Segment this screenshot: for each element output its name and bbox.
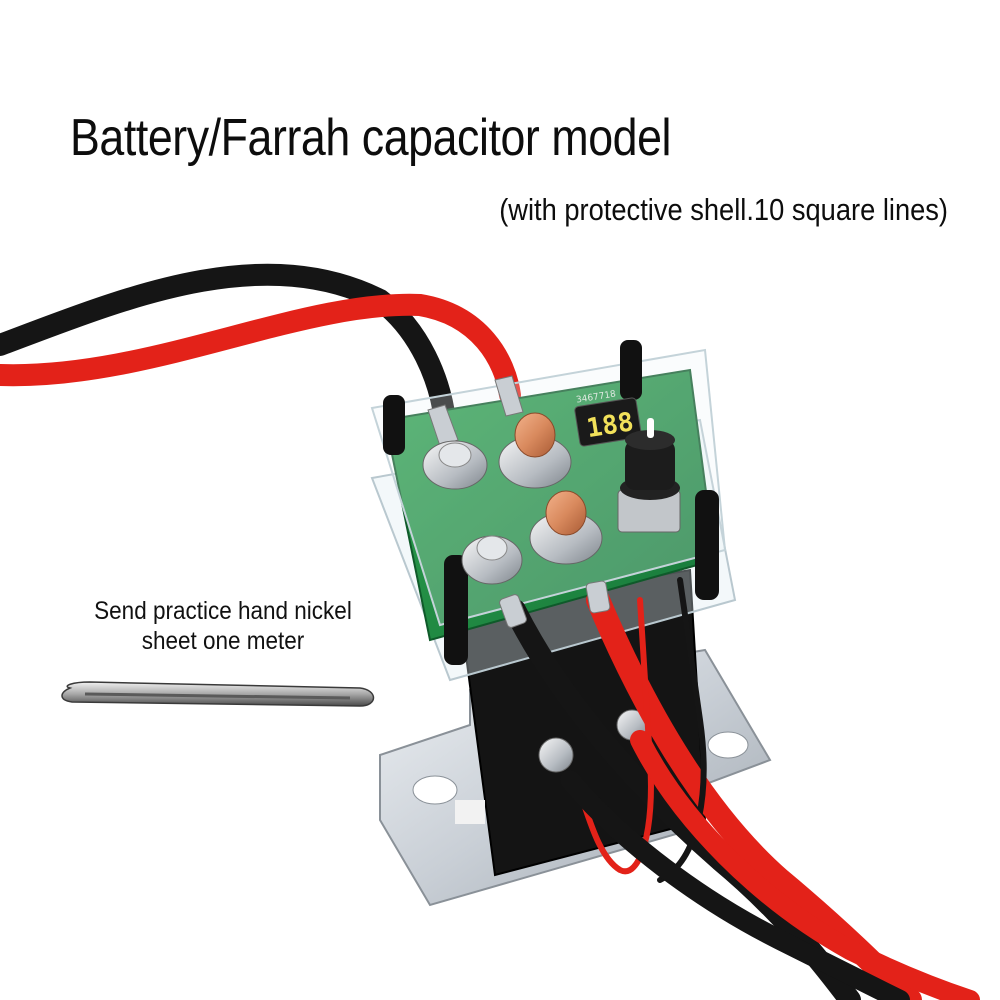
bracket-hole-left bbox=[412, 775, 458, 805]
nickel-strip-coil bbox=[61, 681, 375, 707]
ring-lug-top-left bbox=[427, 404, 459, 447]
black-wire-left bbox=[0, 263, 456, 431]
digital-display bbox=[574, 397, 642, 447]
red-wire-lower bbox=[630, 730, 980, 1000]
red-wire-left bbox=[0, 293, 521, 406]
black-wire-lower bbox=[560, 770, 910, 1000]
wire-ferrule-right bbox=[585, 580, 611, 614]
accessory-note-line-1: Send practice hand nickel bbox=[94, 597, 352, 625]
accessory-note-line-2: sheet one meter bbox=[141, 627, 305, 655]
relay-stud-left bbox=[538, 737, 574, 773]
bracket-hole-right bbox=[707, 731, 749, 759]
relay-label bbox=[455, 800, 485, 824]
page-subtitle: (with protective shell.10 square lines) bbox=[499, 192, 948, 227]
standoff-post-3 bbox=[695, 490, 719, 600]
standoff-post-4 bbox=[444, 555, 468, 665]
page-title: Battery/Farrah capacitor model bbox=[70, 109, 672, 167]
wire-ferrule-left bbox=[499, 594, 527, 628]
accessory-note: Send practice hand nickel sheet one mete… bbox=[58, 596, 388, 656]
standoff-post-1 bbox=[383, 395, 405, 455]
standoff-post-2 bbox=[620, 340, 642, 400]
copper-bolt-top bbox=[514, 412, 556, 458]
nickel-strip-inner bbox=[84, 692, 351, 700]
ring-lug-top-right bbox=[494, 375, 524, 417]
copper-bolt-bottom bbox=[545, 490, 587, 536]
knob-body bbox=[625, 440, 675, 490]
nut-silver-bottom-cap bbox=[476, 535, 508, 561]
nut-silver-top-cap bbox=[438, 442, 472, 468]
knob-indicator bbox=[647, 418, 654, 438]
knob-top bbox=[625, 430, 675, 450]
